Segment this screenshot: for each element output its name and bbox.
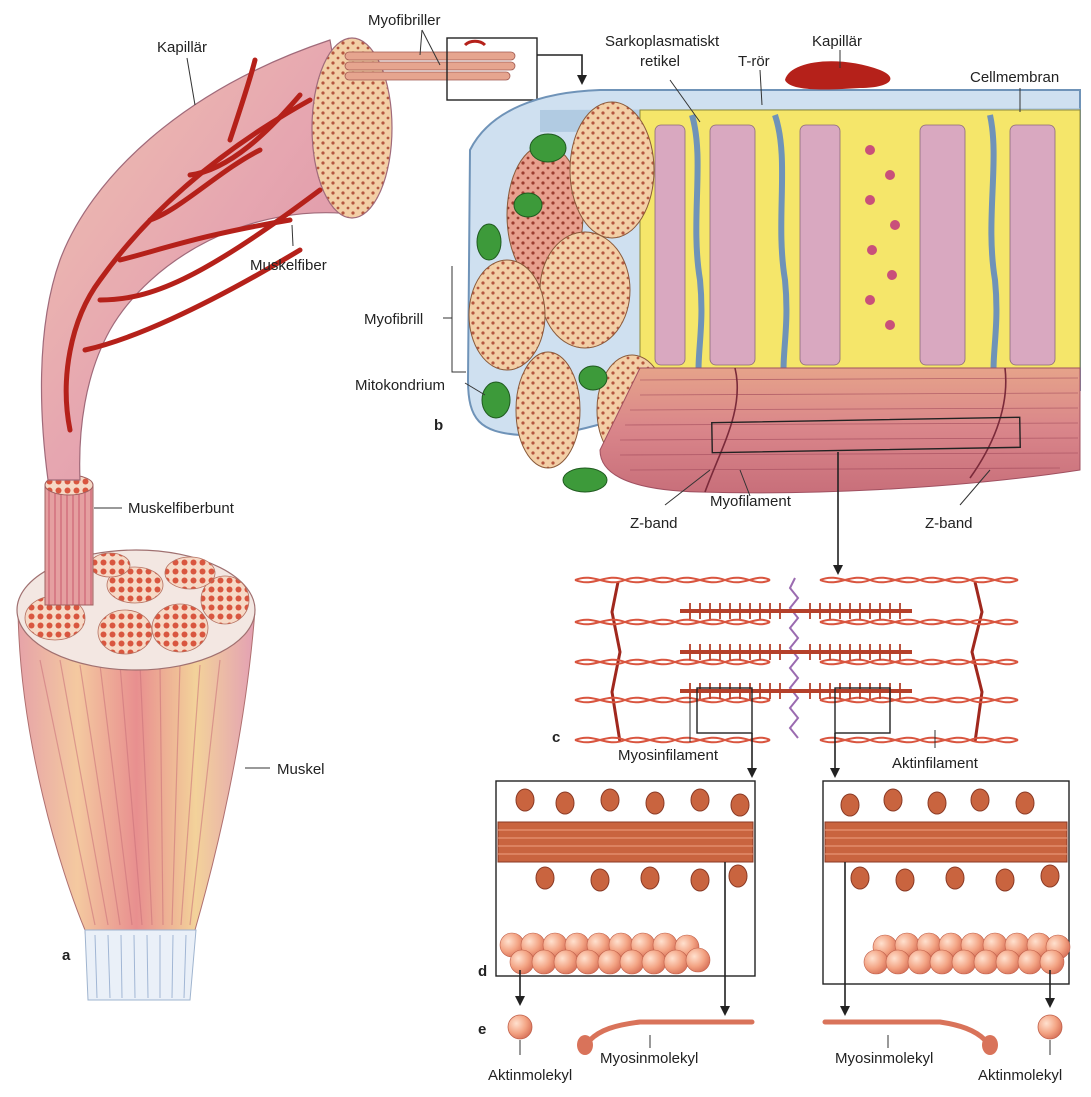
zoom-box-myosin	[697, 688, 752, 733]
actin-molecule-left	[508, 1015, 532, 1039]
actin-molecule-right	[1038, 1015, 1062, 1039]
z-line-right	[972, 582, 982, 742]
panel-label-a: a	[62, 947, 71, 964]
label-myofibriller: Myofibriller	[368, 12, 441, 29]
label-cellmembran: Cellmembran	[970, 69, 1059, 86]
panel-label-e: e	[478, 1021, 486, 1038]
myosin-filaments	[680, 603, 912, 699]
panel-c-sarcomere	[575, 452, 1018, 775]
panel-e-molecules	[508, 1015, 1062, 1055]
label-myofilament: Myofilament	[710, 493, 792, 510]
label-z-band-left: Z-band	[630, 515, 678, 532]
myofibrils-protruding	[345, 52, 515, 80]
panel-d-closeups	[496, 781, 1070, 1013]
label-aktinmolekyl-right: Aktinmolekyl	[978, 1067, 1062, 1084]
label-aktinfilament: Aktinfilament	[892, 755, 979, 772]
tendon	[85, 930, 196, 1000]
m-line	[790, 578, 798, 738]
panel-b-sarcomere-block	[468, 61, 1080, 493]
label-muskelfiberbunt: Muskelfiberbunt	[128, 500, 235, 517]
label-myosinfilament: Myosinfilament	[618, 747, 719, 764]
label-muskelfiber: Muskelfiber	[250, 257, 327, 274]
panel-label-b: b	[434, 417, 443, 434]
z-line-left	[612, 582, 620, 742]
myofilament-block	[600, 368, 1080, 493]
label-retikel: retikel	[640, 53, 680, 70]
zoom-box-actin	[835, 688, 890, 733]
capillary-b	[785, 61, 890, 89]
label-myosinmolekyl-right: Myosinmolekyl	[835, 1050, 933, 1067]
label-myofibrill: Myofibrill	[364, 311, 423, 328]
actin-beads-left	[500, 933, 710, 974]
label-sarkoplasmatiskt: Sarkoplasmatiskt	[605, 33, 720, 50]
myosin-bundle-right	[825, 789, 1067, 891]
label-z-band-right: Z-band	[925, 515, 973, 532]
panel-label-d: d	[478, 963, 487, 980]
sarcoplasmic-reticulum	[640, 110, 1080, 385]
fascicle-shaft	[45, 485, 93, 605]
label-kapillar-a: Kapillär	[157, 39, 207, 56]
label-aktinmolekyl-left: Aktinmolekyl	[488, 1067, 572, 1084]
label-muskel: Muskel	[277, 761, 325, 778]
label-myosinmolekyl-left: Myosinmolekyl	[600, 1050, 698, 1067]
myosin-bundle-left	[498, 789, 753, 891]
label-t-ror: T-rör	[738, 53, 770, 70]
actin-beads-right	[864, 933, 1070, 974]
label-kapillar-b: Kapillär	[812, 33, 862, 50]
label-mitokondrium: Mitokondrium	[355, 377, 445, 394]
panel-label-c: c	[552, 729, 560, 746]
